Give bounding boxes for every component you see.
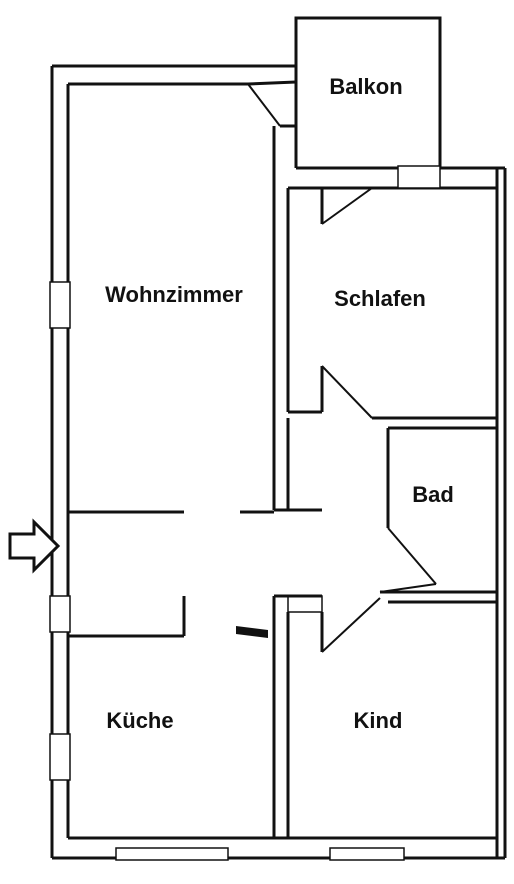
room-label-balkon: Balkon <box>329 74 402 99</box>
room-label-bad: Bad <box>412 482 454 507</box>
room-label-kueche: Küche <box>106 708 173 733</box>
arrow-right-icon <box>8 518 61 574</box>
balcony-walls <box>247 16 442 168</box>
room-label-schlafen: Schlafen <box>334 286 426 311</box>
windows <box>49 165 441 861</box>
room-label-kind: Kind <box>354 708 403 733</box>
interior-walls <box>68 126 497 838</box>
room-label-wohnzimmer: Wohnzimmer <box>105 282 243 307</box>
